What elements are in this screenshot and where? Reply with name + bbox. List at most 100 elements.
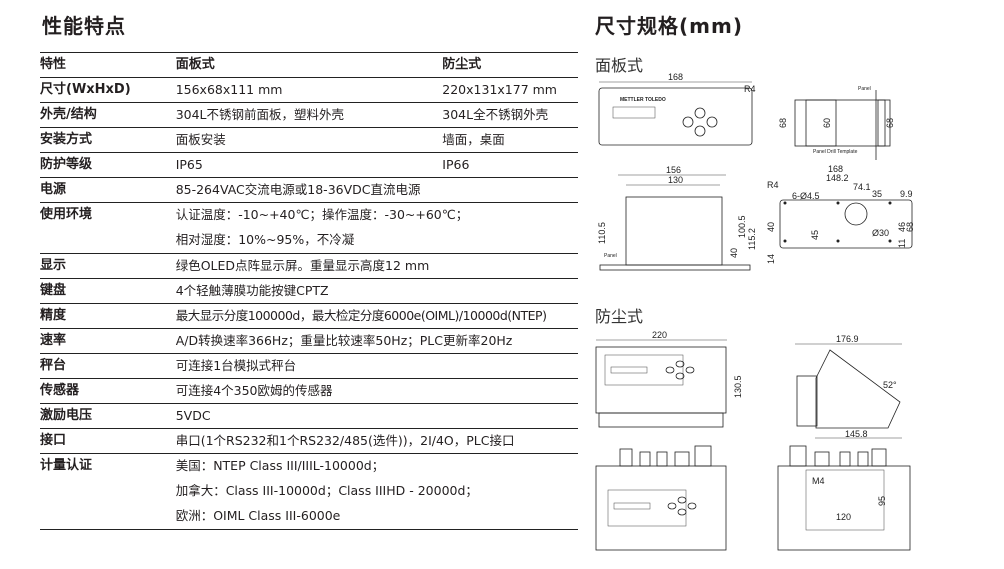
dim-label: 168: [668, 72, 683, 82]
dim-label: 68: [778, 118, 788, 128]
row-key: 外壳/结构: [40, 102, 176, 128]
dim-label: 145.8: [845, 429, 868, 439]
dim-label: 52°: [883, 380, 897, 390]
row-dust-value: 304L全不锈钢外壳: [442, 102, 578, 128]
dim-label: 14: [766, 254, 776, 264]
table-header-row: 特性 面板式 防尘式: [40, 52, 578, 78]
panel-top-view: 156 130 110.5 100.5 115.2 40 Panel: [597, 165, 757, 271]
row-key: 速率: [40, 328, 176, 354]
dim-label: 168: [828, 164, 843, 174]
row-value: 可连接4个350欧姆的传感器: [175, 378, 578, 404]
dim-label: 115.2: [747, 228, 757, 250]
dust-side-view: 176.9 52° 145.8: [795, 334, 902, 439]
table-row: 传感器可连接4个350欧姆的传感器: [40, 378, 578, 404]
row-key: 尺寸(WxHxD): [40, 77, 176, 103]
dust-front-lower-view: [595, 445, 727, 551]
row-value-line: 加拿大：Class III-10000d；Class IIIHD - 20000…: [175, 483, 478, 498]
dim-label: Ø30: [872, 228, 889, 238]
dim-label: Panel Drill Template: [813, 149, 858, 155]
dim-label: R4: [744, 84, 756, 94]
dim-label: Panel: [858, 86, 871, 92]
row-dust-value: IP66: [442, 152, 578, 178]
dim-label: Panel: [604, 253, 617, 259]
dim-label: 130.5: [733, 375, 743, 398]
dim-label: 6-Ø4.5: [792, 191, 820, 201]
dim-label: 120: [836, 512, 851, 522]
row-key: 电源: [40, 177, 176, 203]
dim-label: 68: [885, 118, 895, 128]
dim-label: 148.2: [826, 173, 849, 183]
table-row: 使用环境认证温度：-10~+40℃；操作温度：-30~+60℃； 相对湿度：10%…: [40, 202, 578, 254]
table-row: 接口串口(1个RS232和1个RS232/485(选件))，2I/4O，PLC接…: [40, 428, 578, 454]
row-value-line: 欧洲：OIML Class III-6000e: [175, 508, 341, 523]
panel-front-view: METTLER TOLEDO 168 R4: [598, 72, 756, 146]
dim-label: 46: [897, 222, 907, 232]
row-value-line: 相对湿度：10%~95%，不冷凝: [175, 232, 355, 247]
row-panel-value: 304L不锈钢前面板，塑料外壳: [175, 102, 443, 128]
dim-label: 45: [810, 230, 820, 240]
panel-side-view: Panel 68 60 68 Panel Drill Template: [778, 86, 895, 160]
dust-type-title: 防尘式: [595, 307, 644, 326]
row-value: 绿色OLED点阵显示屏。重量显示高度12 mm: [175, 253, 578, 279]
dim-label: 60: [822, 118, 832, 128]
row-key: 显示: [40, 253, 176, 279]
row-key: 传感器: [40, 378, 176, 404]
row-value: 可连接1台模拟式秤台: [175, 353, 578, 379]
table-row: 显示绿色OLED点阵显示屏。重量显示高度12 mm: [40, 253, 578, 279]
brand-logo-text: METTLER TOLEDO: [620, 97, 666, 103]
dim-label: 220: [652, 330, 667, 340]
dim-label: M4: [812, 476, 825, 486]
dim-label: 110.5: [597, 222, 607, 244]
dust-front-view: 220 130.5: [595, 330, 743, 428]
row-value: 85-264VAC交流电源或18-36VDC直流电源: [175, 177, 578, 203]
panel-type-title: 面板式: [595, 56, 644, 75]
row-value: 4个轻触薄膜功能按键CPTZ: [175, 278, 578, 304]
table-row: 秤台可连接1台模拟式秤台: [40, 353, 578, 379]
header-dust: 防尘式: [442, 52, 578, 78]
table-row: 精度最大显示分度100000d，最大检定分度6000e(OIML)/10000d…: [40, 303, 578, 329]
row-panel-value: 156x68x111 mm: [175, 77, 443, 103]
row-panel-value: IP65: [175, 152, 443, 178]
row-key: 秤台: [40, 353, 176, 379]
row-dust-value: 220x131x177 mm: [442, 77, 578, 103]
panel-drill-template: 168 148.2 74.1 35 9.9 R4 6-Ø4.5 40 45 Ø3…: [766, 164, 915, 264]
dim-label: 100.5: [737, 215, 747, 238]
row-key: 计量认证: [40, 453, 176, 530]
table-row: 计量认证美国：NTEP Class III/IIIL-10000d；加拿大：Cl…: [40, 453, 578, 530]
dim-label: 9.9: [900, 189, 913, 199]
dim-label: 156: [666, 165, 681, 175]
row-panel-value: 面板安装: [175, 127, 443, 153]
row-value-line: 认证温度：-10~+40℃；操作温度：-30~+60℃；: [175, 207, 469, 222]
dim-label: 11: [897, 239, 907, 248]
dim-label: 68: [905, 222, 915, 232]
dim-label: 95: [877, 496, 887, 506]
dimensions-title: 尺寸规格(mm): [595, 14, 743, 38]
row-dust-value: 墙面，桌面: [442, 127, 578, 153]
row-key: 接口: [40, 428, 176, 454]
dim-label: 35: [872, 189, 882, 199]
dim-label: 74.1: [853, 182, 871, 192]
row-key: 精度: [40, 303, 176, 329]
dim-label: 130: [668, 175, 683, 185]
row-key: 安装方式: [40, 127, 176, 153]
dim-label: 176.9: [836, 334, 859, 344]
row-value: 串口(1个RS232和1个RS232/485(选件))，2I/4O，PLC接口: [175, 428, 578, 454]
dim-label: R4: [767, 180, 779, 190]
features-title: 性能特点: [42, 14, 126, 38]
row-key: 键盘: [40, 278, 176, 304]
row-key: 使用环境: [40, 202, 176, 254]
dim-label: 40: [766, 222, 776, 232]
row-key: 防护等级: [40, 152, 176, 178]
header-feature: 特性: [40, 52, 176, 78]
header-panel: 面板式: [175, 52, 443, 78]
row-key: 激励电压: [40, 403, 176, 429]
